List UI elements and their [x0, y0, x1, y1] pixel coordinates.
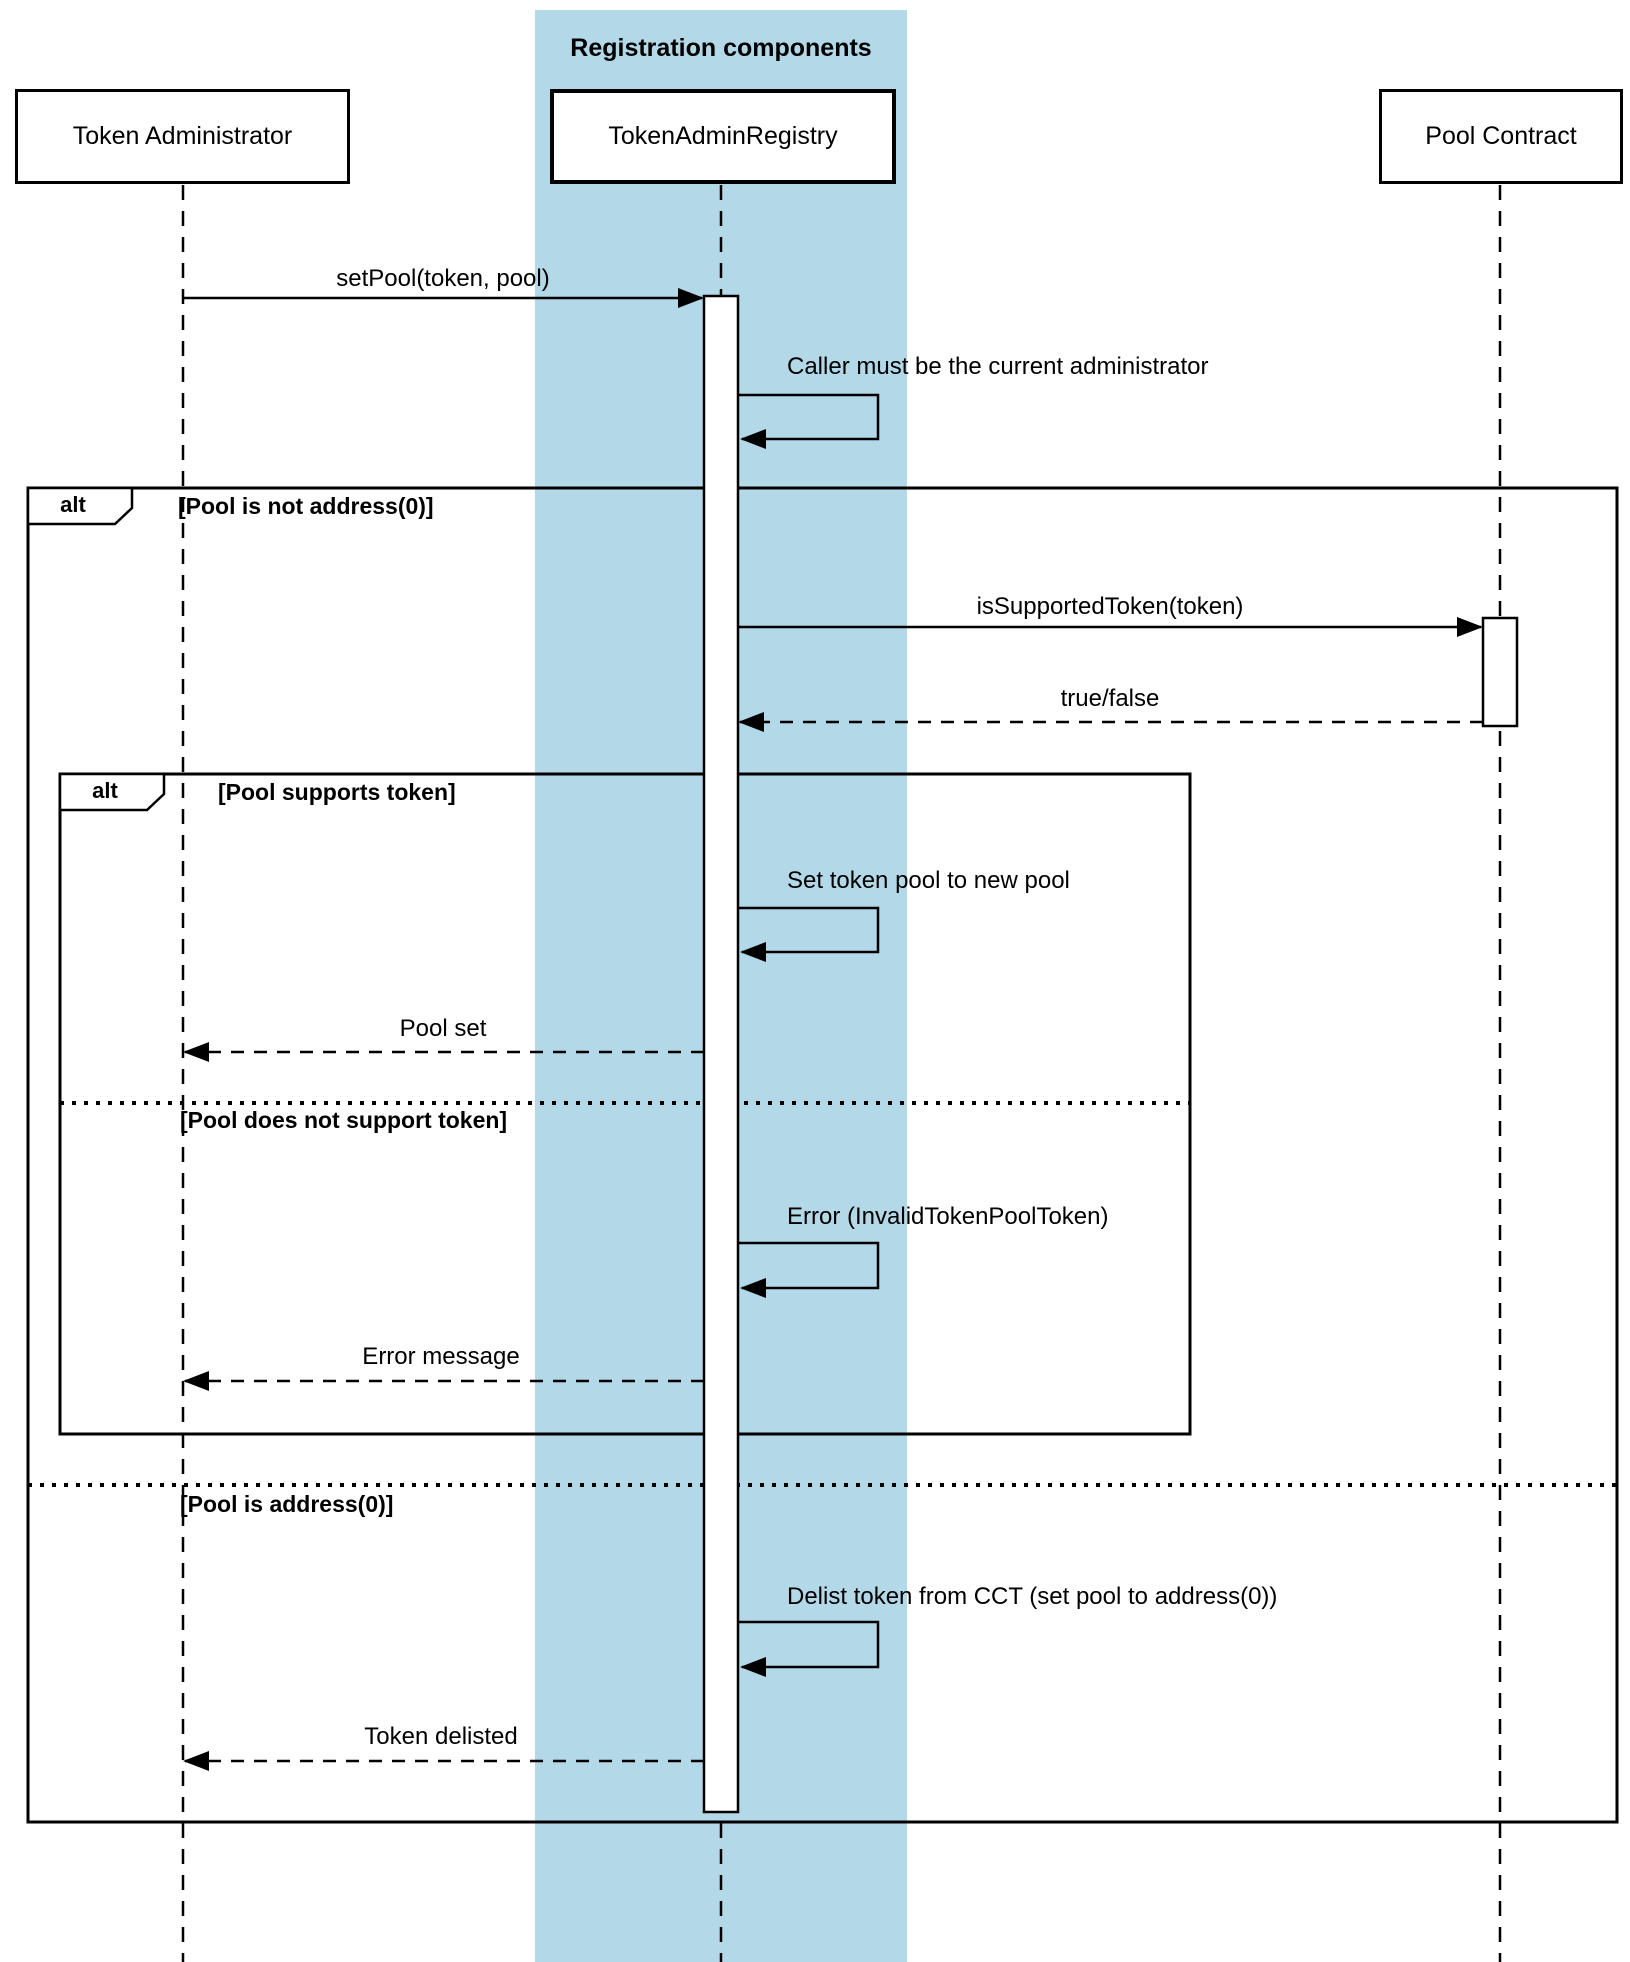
frame-outer-alt [26, 486, 1619, 1824]
pentagon-outer-alt [26, 486, 134, 526]
message-delist-token: Delist token from CCT (set pool to addre… [787, 1583, 1278, 1610]
outer-guard-top: [Pool is not address(0)] [178, 493, 434, 519]
message-error-invalid: Error (InvalidTokenPoolToken) [787, 1203, 1109, 1230]
activation-pool-contract [1481, 616, 1519, 728]
participant-token-admin-registry-label: TokenAdminRegistry [608, 122, 838, 150]
self-arrow-delist-token [738, 1620, 880, 1677]
message-token-delisted: Token delisted [364, 1723, 518, 1750]
inner-guard-else: [Pool does not support token] [180, 1107, 508, 1133]
inner-alt-operator: alt [92, 778, 118, 803]
self-arrow-caller-check [738, 393, 880, 449]
activation-token-admin-registry [702, 294, 740, 1814]
pentagon-inner-alt [58, 772, 166, 812]
self-arrow-error-invalid [738, 1241, 880, 1298]
message-is-supported-token: isSupportedToken(token) [976, 593, 1244, 620]
message-set-token-pool: Set token pool to new pool [787, 867, 1070, 894]
outer-guard-else: [Pool is address(0)] [180, 1491, 394, 1517]
message-set-pool: setPool(token, pool) [336, 265, 550, 292]
participant-token-admin-registry: TokenAdminRegistry [550, 89, 896, 184]
participant-token-administrator: Token Administrator [15, 89, 350, 184]
participant-pool-contract-label: Pool Contract [1425, 122, 1577, 150]
message-error-message: Error message [362, 1343, 520, 1370]
message-true-false: true/false [1060, 685, 1160, 712]
band-title: Registration components [570, 34, 872, 62]
inner-guard-top: [Pool supports token] [218, 779, 456, 805]
message-pool-set: Pool set [399, 1015, 487, 1042]
participant-token-administrator-label: Token Administrator [72, 122, 293, 150]
message-caller-note: Caller must be the current administrator [787, 353, 1209, 380]
self-arrow-set-token-pool [738, 906, 880, 962]
outer-alt-operator: alt [60, 492, 86, 517]
participant-pool-contract: Pool Contract [1379, 89, 1623, 184]
